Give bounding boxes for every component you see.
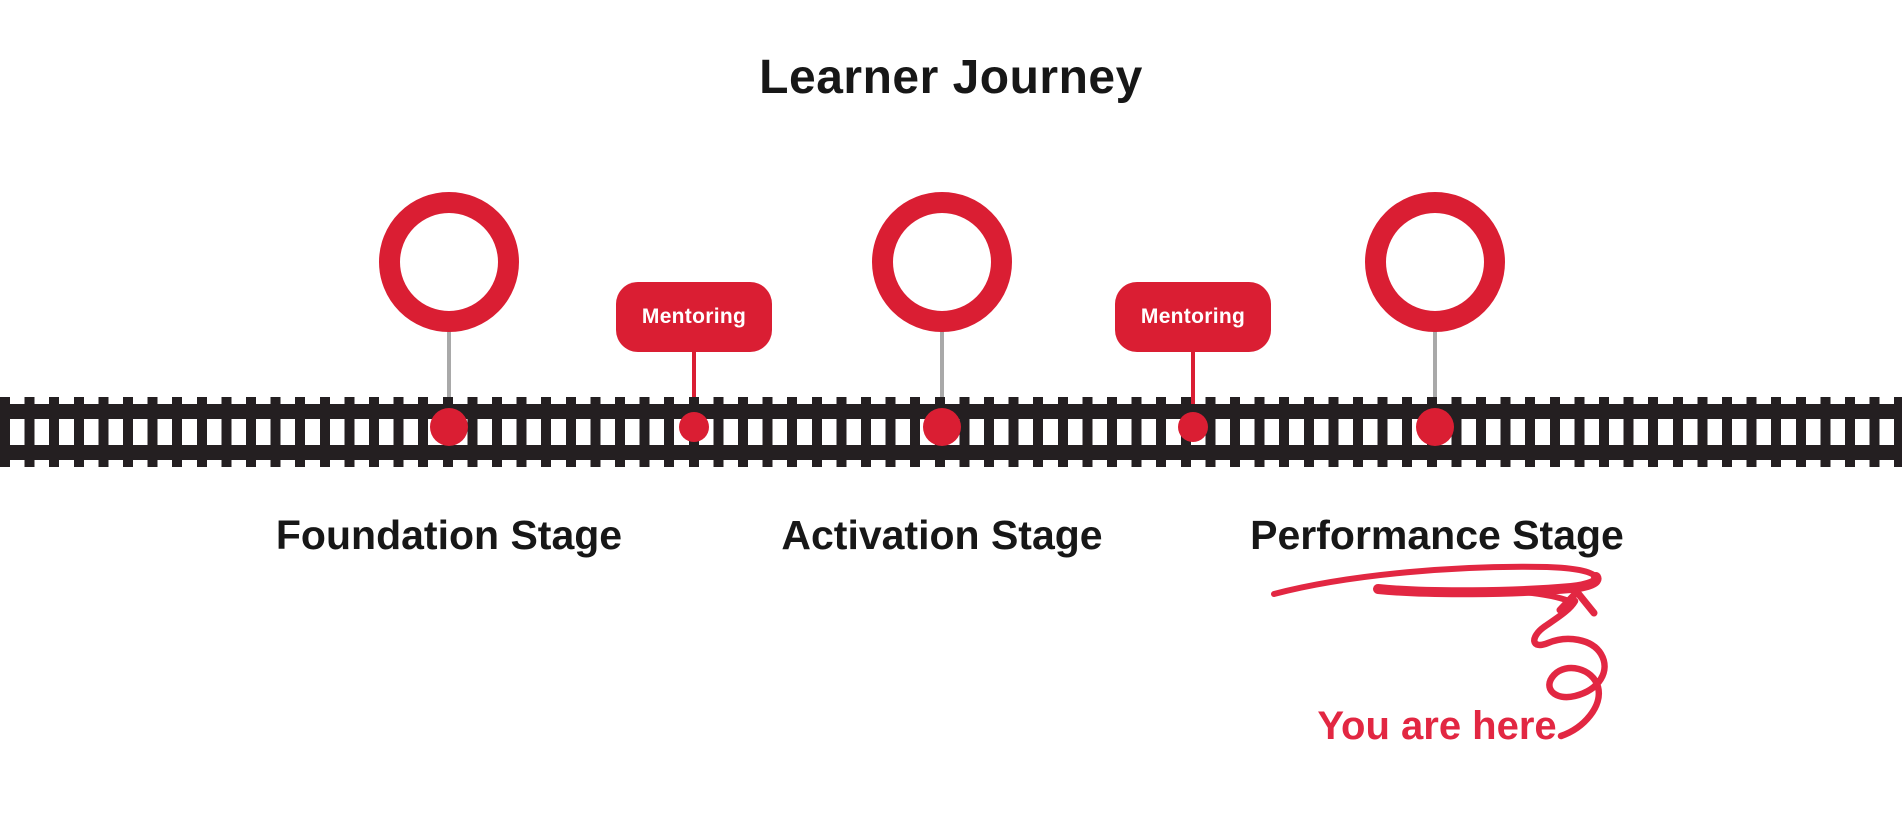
mentoring-badge: Mentoring <box>616 282 772 352</box>
you-are-here-label: You are here <box>1317 704 1557 748</box>
mentoring-dot-icon <box>1178 412 1208 442</box>
stage-label-performance: Performance Stage <box>1250 512 1624 558</box>
mentoring-badge-label: Mentoring <box>641 305 747 328</box>
station-pole <box>940 330 944 416</box>
station-dot-icon <box>430 408 468 446</box>
station-pole <box>1433 330 1437 416</box>
stage-label-foundation: Foundation Stage <box>275 512 623 558</box>
station-pole <box>447 330 451 416</box>
underline-swoosh-icon <box>1271 563 1602 604</box>
mentoring-badge-label: Mentoring <box>1140 305 1246 328</box>
mentoring-badge: Mentoring <box>1115 282 1271 352</box>
stage-label-activation: Activation Stage <box>781 512 1103 558</box>
station-ring-icon <box>1365 192 1505 332</box>
station-ring-icon <box>379 192 519 332</box>
mentoring-pole <box>692 352 696 418</box>
mentoring-pole <box>1191 352 1195 418</box>
station-dot-icon <box>923 408 961 446</box>
doodle-annotation <box>1271 563 1608 740</box>
mentoring-dot-icon <box>679 412 709 442</box>
station-ring-icon <box>872 192 1012 332</box>
squiggle-arrow-icon <box>1531 588 1608 740</box>
station-dot-icon <box>1416 408 1454 446</box>
page-title: Learner Journey <box>759 51 1143 104</box>
